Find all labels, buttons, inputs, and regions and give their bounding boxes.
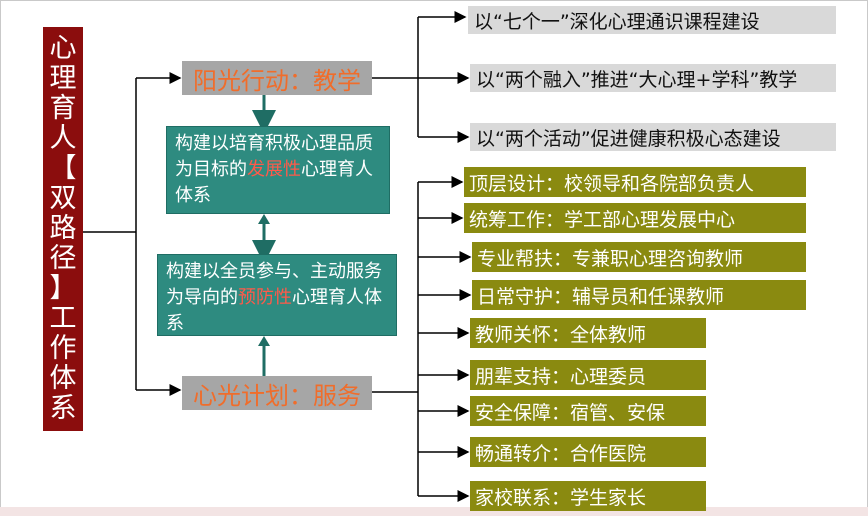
service-item: 家校联系：学生家长 (470, 481, 706, 511)
title-char: 育 (49, 93, 77, 124)
title-char: 双 (49, 183, 77, 214)
prevention-highlight: 预防性 (238, 287, 292, 308)
teaching-item: 以“两个融入”推进“大心理+学科”教学 (470, 64, 836, 92)
title-char: 径 (49, 243, 77, 274)
title-char: 体 (49, 363, 77, 394)
development-box: 构建以培育积极心理品质为目标的发展性心理育人体系 (166, 126, 390, 214)
service-item: 顶层设计：校领导和各院部负责人 (464, 167, 806, 197)
service-item: 日常守护：辅导员和任课教师 (472, 280, 806, 310)
prevention-text-end: 心理育人体系 (166, 287, 382, 334)
prevention-text: 构建以全员参与、主动服务为导向的 (166, 261, 382, 308)
teaching-item: 以“七个一”深化心理通识课程建设 (468, 6, 836, 34)
title-char: 】 (49, 273, 77, 304)
title-char: 路 (49, 213, 77, 244)
service-item: 专业帮扶：专兼职心理咨询教师 (472, 242, 806, 272)
title-char: 理 (49, 63, 77, 94)
development-text-end: 心理育人体系 (175, 159, 373, 206)
service-item: 教师关怀：全体教师 (470, 318, 706, 348)
title-banner: 心理育人【双路径】工作体系 (43, 27, 83, 431)
service-item: 安全保障：宿管、安保 (470, 396, 706, 426)
title-char: 心 (49, 33, 77, 64)
development-highlight: 发展性 (247, 159, 301, 180)
service-item: 朋辈支持：心理委员 (470, 360, 706, 390)
teaching-item: 以“两个活动”促进健康积极心态建设 (470, 123, 836, 151)
title-char: 人 (49, 123, 77, 154)
title-char: 系 (49, 393, 77, 424)
branch-service: 心光计划：服务 (182, 376, 372, 410)
service-item: 统筹工作：学工部心理发展中心 (464, 203, 806, 233)
service-item: 畅通转介：合作医院 (470, 437, 706, 467)
title-char: 作 (49, 333, 77, 364)
development-text: 构建以培育积极心理品质为目标的 (175, 133, 373, 180)
prevention-box: 构建以全员参与、主动服务为导向的预防性心理育人体系 (157, 254, 397, 336)
branch-teaching: 阳光行动：教学 (182, 61, 372, 95)
title-char: 【 (49, 153, 77, 184)
bottom-shade (0, 507, 868, 516)
title-char: 工 (49, 303, 77, 334)
